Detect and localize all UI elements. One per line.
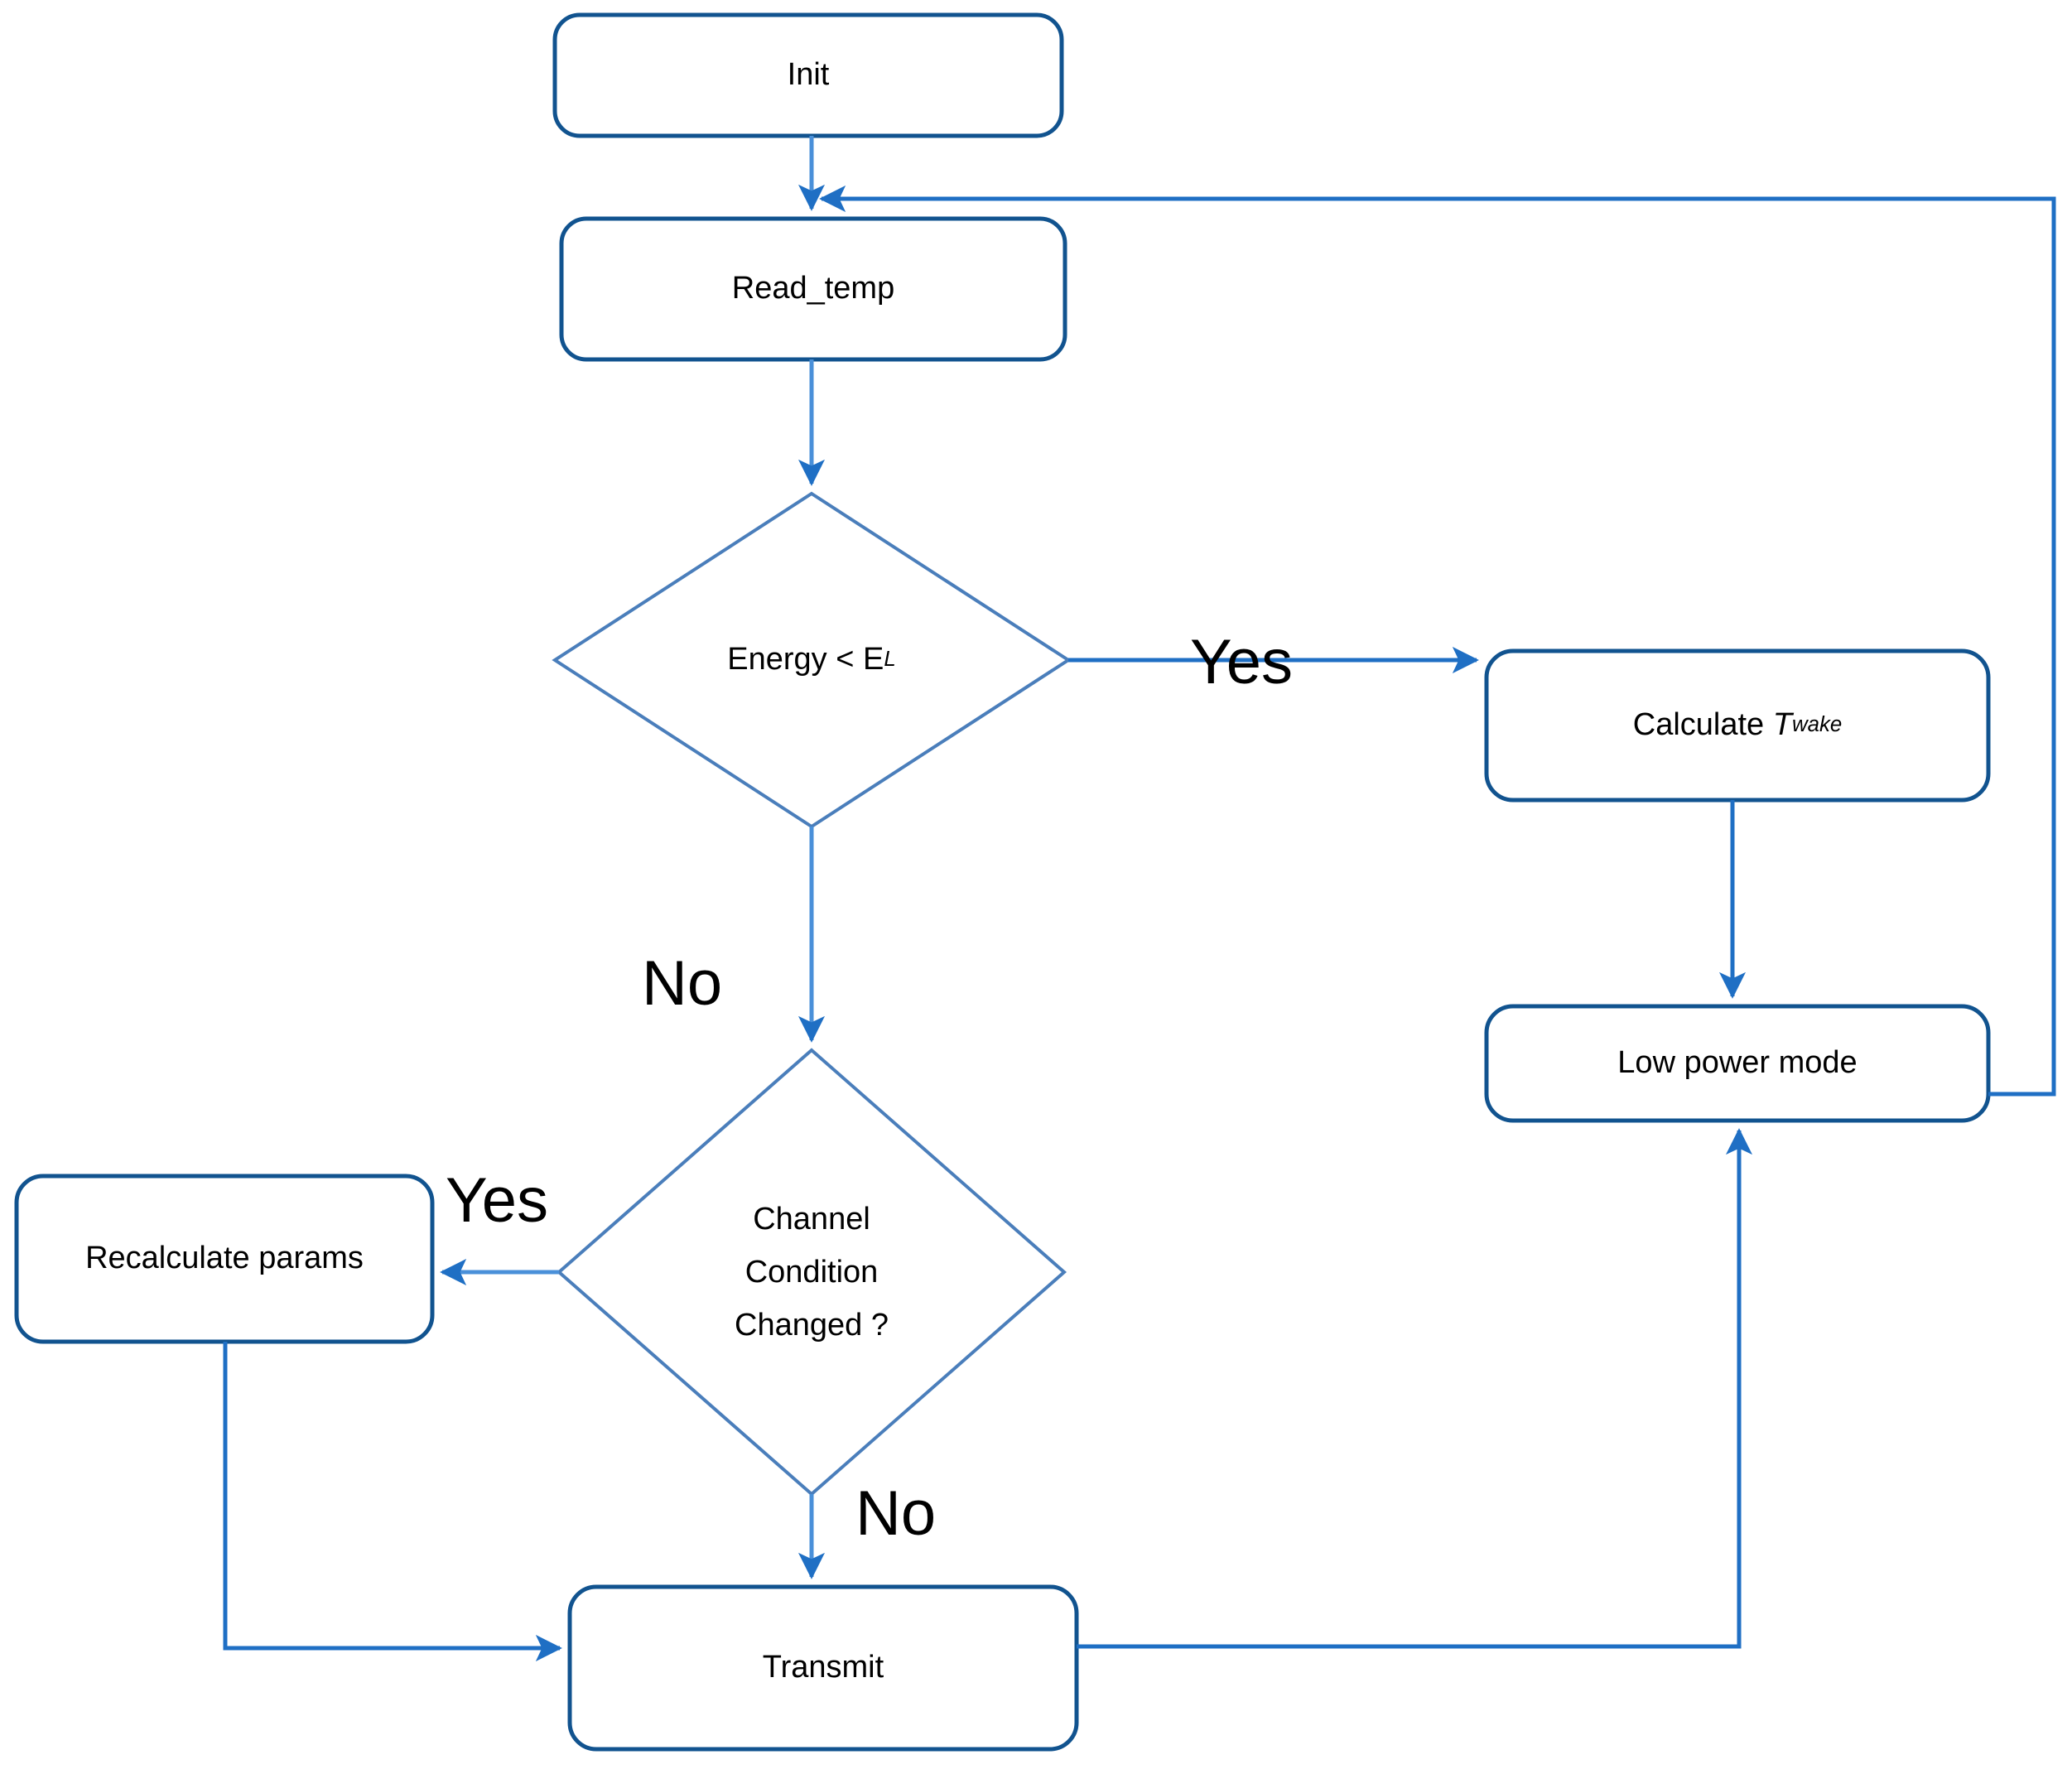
channel-check-line-1: Channel <box>753 1202 870 1236</box>
node-recalculate-params[interactable] <box>14 1174 435 1344</box>
node-energy-check[interactable] <box>552 491 1072 829</box>
node-calculate-twake[interactable] <box>1484 648 1991 803</box>
branch-label-channel-yes: Yes <box>446 1165 548 1236</box>
node-channel-check-label: Channel Condition Changed ? <box>646 1159 977 1385</box>
branch-label-energy-no: No <box>642 948 723 1019</box>
node-init[interactable] <box>552 12 1064 138</box>
node-low-power-mode[interactable] <box>1484 1004 1991 1123</box>
branch-label-channel-no: No <box>855 1478 937 1549</box>
branch-label-energy-yes: Yes <box>1190 627 1293 697</box>
channel-check-line-2: Condition <box>744 1255 879 1290</box>
edge-low-power-to-read-temp <box>819 185 2056 1097</box>
channel-check-line-3: Changed ? <box>735 1308 889 1343</box>
edge-recalculate-to-transmit <box>223 1342 562 1662</box>
node-transmit[interactable] <box>567 1584 1079 1752</box>
edge-transmit-to-low-power <box>1077 1128 1753 1649</box>
node-read-temp[interactable] <box>559 216 1067 362</box>
